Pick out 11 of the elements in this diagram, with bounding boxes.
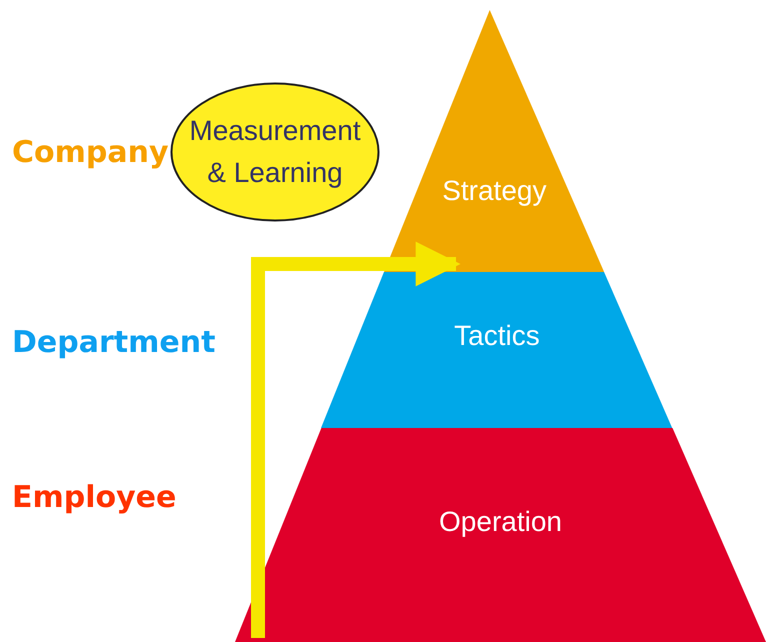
ellipse-shape — [170, 82, 380, 222]
pyramid-level — [384, 10, 604, 272]
level-label: Strategy — [441, 175, 548, 208]
arrow — [251, 242, 460, 638]
level-name: Department — [12, 325, 216, 360]
ellipse-label: Measurement & Learning — [188, 114, 362, 190]
level-name: Employee — [12, 480, 176, 515]
level-label: Operation — [438, 506, 563, 538]
level-name: Company — [12, 135, 169, 170]
pyramid-level — [235, 428, 766, 642]
level-label: Tactics — [453, 320, 541, 352]
